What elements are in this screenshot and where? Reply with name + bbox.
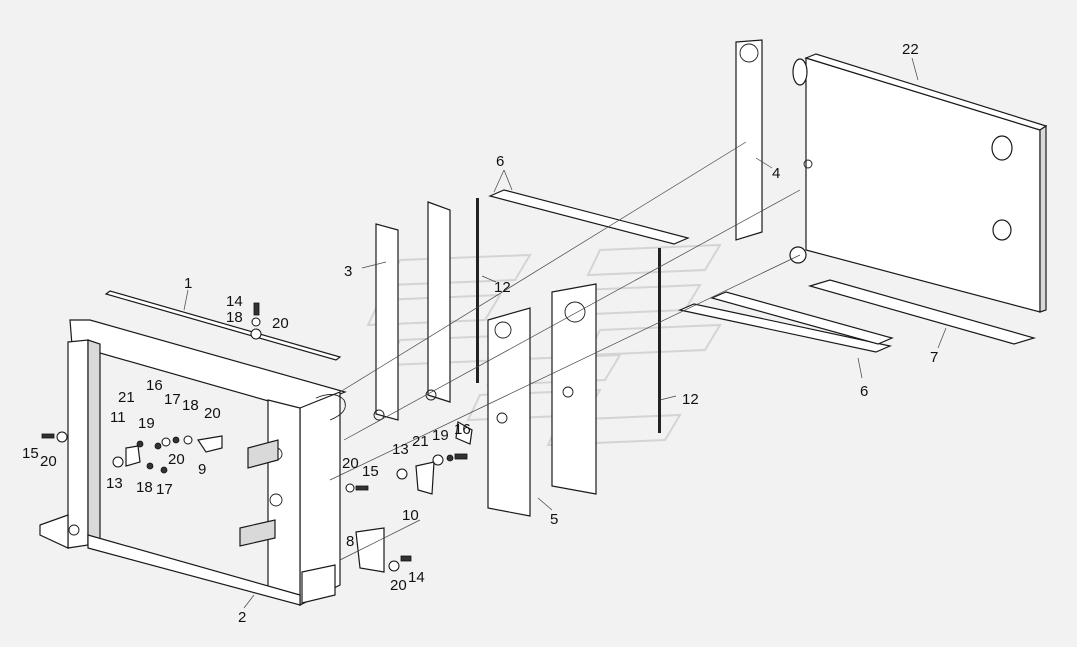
callout-10: 10 <box>402 507 419 524</box>
callout-4: 4 <box>772 165 780 182</box>
callout-3: 3 <box>344 263 352 280</box>
callout-17: 17 <box>156 481 173 498</box>
callout-19: 19 <box>432 427 449 444</box>
callout-18: 18 <box>226 309 243 326</box>
callout-16: 16 <box>146 377 163 394</box>
callout-20: 20 <box>204 405 221 422</box>
callout-1: 1 <box>184 275 192 292</box>
part-7-bottom-plate <box>807 279 1037 345</box>
callout-21: 21 <box>118 389 135 406</box>
leader-lines <box>183 57 947 609</box>
callout-15: 15 <box>362 463 379 480</box>
callout-18: 18 <box>182 397 199 414</box>
callout-20: 20 <box>390 577 407 594</box>
part-2-frame <box>39 319 347 606</box>
callout-16: 16 <box>454 421 471 438</box>
callout-14: 14 <box>408 569 425 586</box>
callout-7: 7 <box>930 349 938 366</box>
fasteners <box>41 302 468 572</box>
callout-2: 2 <box>238 609 246 626</box>
callout-15: 15 <box>22 445 39 462</box>
callout-13: 13 <box>392 441 409 458</box>
callout-21: 21 <box>412 433 429 450</box>
callout-labels: 1 2 3 4 5 6 6 7 8 9 10 11 12 12 13 13 14… <box>22 41 938 626</box>
callout-13: 13 <box>106 475 123 492</box>
watermark-logo <box>366 243 722 447</box>
part-5-side-plates <box>487 283 597 517</box>
callout-6: 6 <box>496 153 504 170</box>
callout-8: 8 <box>346 533 354 550</box>
part-6-strips <box>488 189 894 353</box>
callout-19: 19 <box>138 415 155 432</box>
part-3-seals <box>373 201 451 421</box>
part-4-tall-plate <box>735 39 763 241</box>
callout-22: 22 <box>902 41 919 58</box>
part-22-radiator <box>789 53 1048 313</box>
callout-20: 20 <box>342 455 359 472</box>
callout-17: 17 <box>164 391 181 408</box>
alignment-lines <box>329 141 801 561</box>
brackets <box>125 421 473 573</box>
callout-20: 20 <box>40 453 57 470</box>
callout-12: 12 <box>494 279 511 296</box>
callout-14: 14 <box>226 293 243 310</box>
callout-20: 20 <box>272 315 289 332</box>
callout-11: 11 <box>110 409 126 426</box>
callout-9: 9 <box>198 461 206 478</box>
callout-20: 20 <box>168 451 185 468</box>
callout-18: 18 <box>136 479 153 496</box>
callout-5: 5 <box>550 511 558 528</box>
part-12-seals <box>476 198 661 433</box>
callout-12: 12 <box>682 391 699 408</box>
callout-6: 6 <box>860 383 868 400</box>
